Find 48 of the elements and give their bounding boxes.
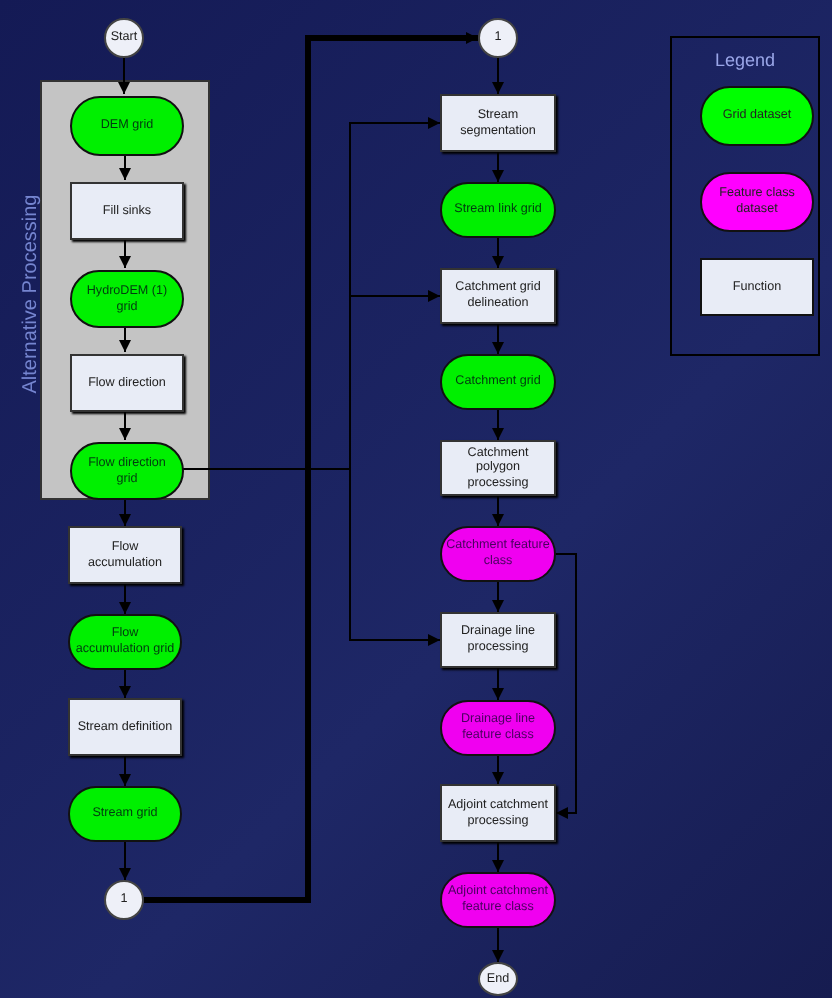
function-box <box>70 354 184 412</box>
arrow <box>492 667 504 701</box>
function-box <box>440 784 556 842</box>
connector-circle <box>104 880 144 920</box>
arrow <box>492 237 504 269</box>
arrow <box>119 325 131 353</box>
feature-class-pill <box>440 872 556 928</box>
feature-class-pill <box>440 526 556 582</box>
function-box <box>440 268 556 324</box>
grid-dataset-pill <box>70 270 184 328</box>
group-heading: Alternative Processing <box>20 192 44 398</box>
arrow <box>119 583 131 615</box>
arrow <box>492 841 504 873</box>
arrow <box>119 153 131 181</box>
arrow <box>119 409 131 441</box>
connector-circle <box>104 18 144 58</box>
grid-dataset-pill <box>68 786 182 842</box>
grid-dataset-pill <box>70 96 184 156</box>
grid-dataset-pill <box>68 614 182 670</box>
arrow <box>118 57 130 95</box>
function-box <box>440 612 556 668</box>
function-box <box>70 182 184 240</box>
arrow <box>119 755 131 787</box>
arrow <box>492 57 504 95</box>
arrow <box>555 553 577 819</box>
arrow <box>119 497 131 527</box>
arrow <box>492 151 504 183</box>
arrow <box>492 755 504 785</box>
function-box <box>68 526 182 584</box>
arrow <box>492 581 504 613</box>
arrow <box>144 32 478 903</box>
legend-title: Legend <box>712 50 778 70</box>
function-box <box>440 94 556 152</box>
feature-class-pill <box>440 700 556 756</box>
connector-circle <box>478 18 518 58</box>
arrow <box>119 237 131 269</box>
arrow <box>492 323 504 355</box>
grid-dataset-pill <box>440 354 556 410</box>
arrow <box>492 927 504 963</box>
arrow <box>492 409 504 441</box>
arrow <box>119 841 131 881</box>
grid-dataset-pill <box>70 442 184 500</box>
function-box <box>68 698 182 756</box>
arrow <box>119 669 131 699</box>
arrow <box>492 495 504 527</box>
function-box <box>440 440 556 496</box>
grid-dataset-pill <box>440 182 556 238</box>
connector-circle <box>478 962 518 996</box>
